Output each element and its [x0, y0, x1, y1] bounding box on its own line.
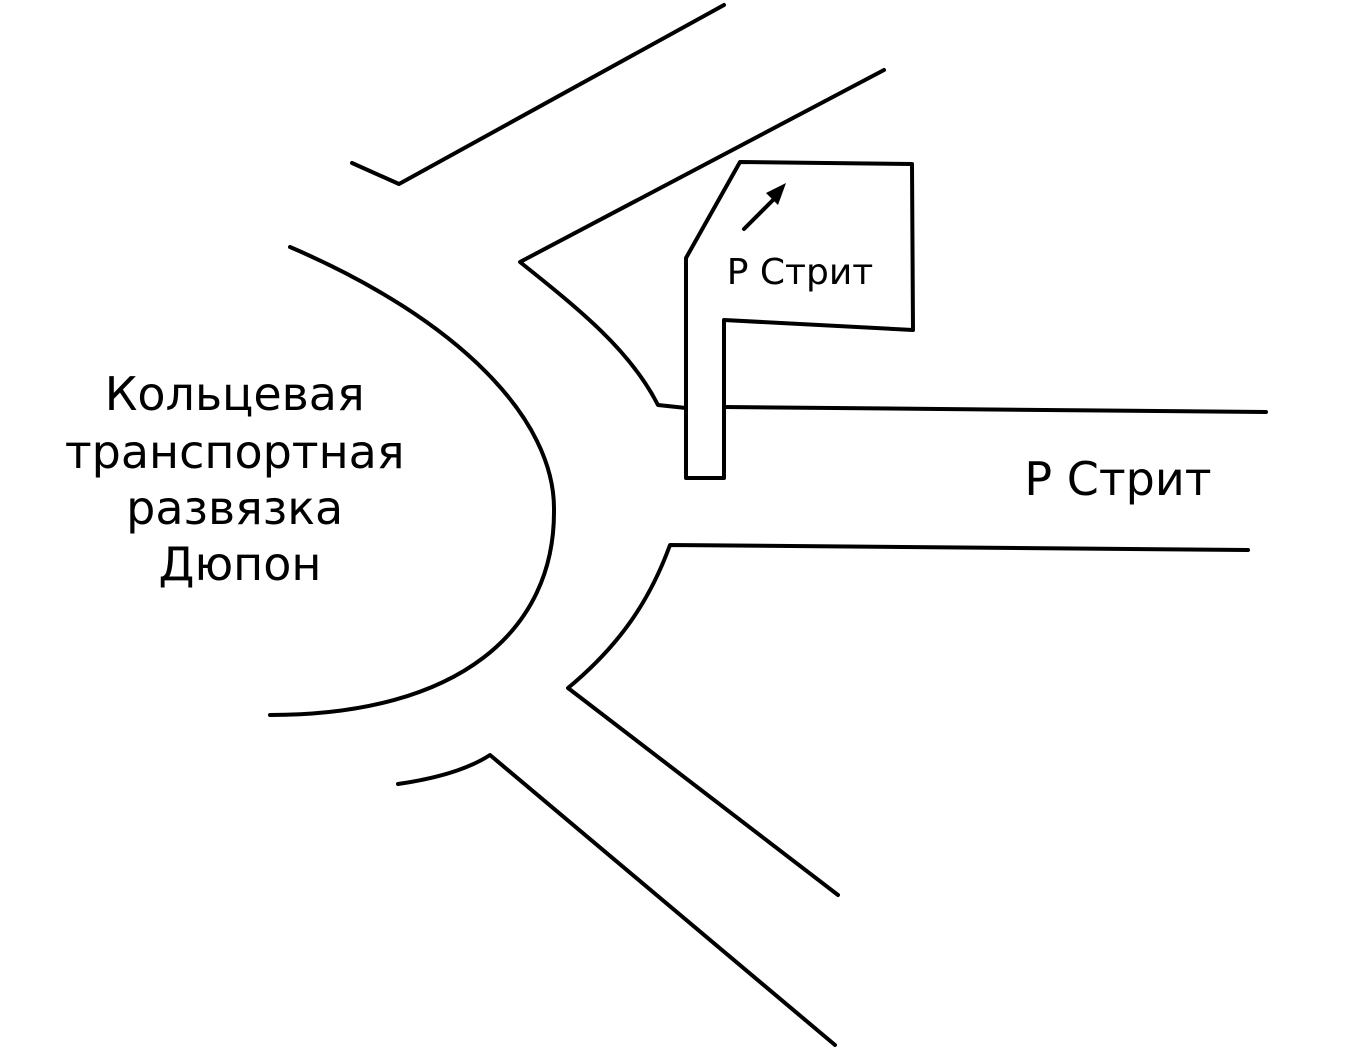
- road-upper-left-outer-edge: [350, 3, 726, 186]
- ramp-street-label: P Стрит: [727, 252, 873, 293]
- p-street-lower-edge: [566, 543, 1250, 897]
- dupont-circle-label: Кольцевая транспортная развязка Дюпон: [65, 367, 419, 591]
- dupont-label-line-3: развязка: [126, 481, 343, 535]
- p-street-upper-edge: [722, 405, 1268, 414]
- dupont-label-line-2: транспортная: [65, 425, 405, 479]
- road-upper-left-inner-edge: [518, 68, 886, 410]
- ramp-arrow-head: [766, 183, 786, 205]
- road-lower-left-edge: [396, 753, 837, 1047]
- dupont-label-line-4: Дюпон: [159, 537, 322, 591]
- ramp-outline: [684, 160, 915, 480]
- p-street-label: P Стрит: [1024, 452, 1211, 506]
- dupont-circle-arc: [268, 245, 557, 717]
- ramp-arrow-shaft: [742, 195, 778, 231]
- dupont-label-line-1: Кольцевая: [105, 367, 365, 421]
